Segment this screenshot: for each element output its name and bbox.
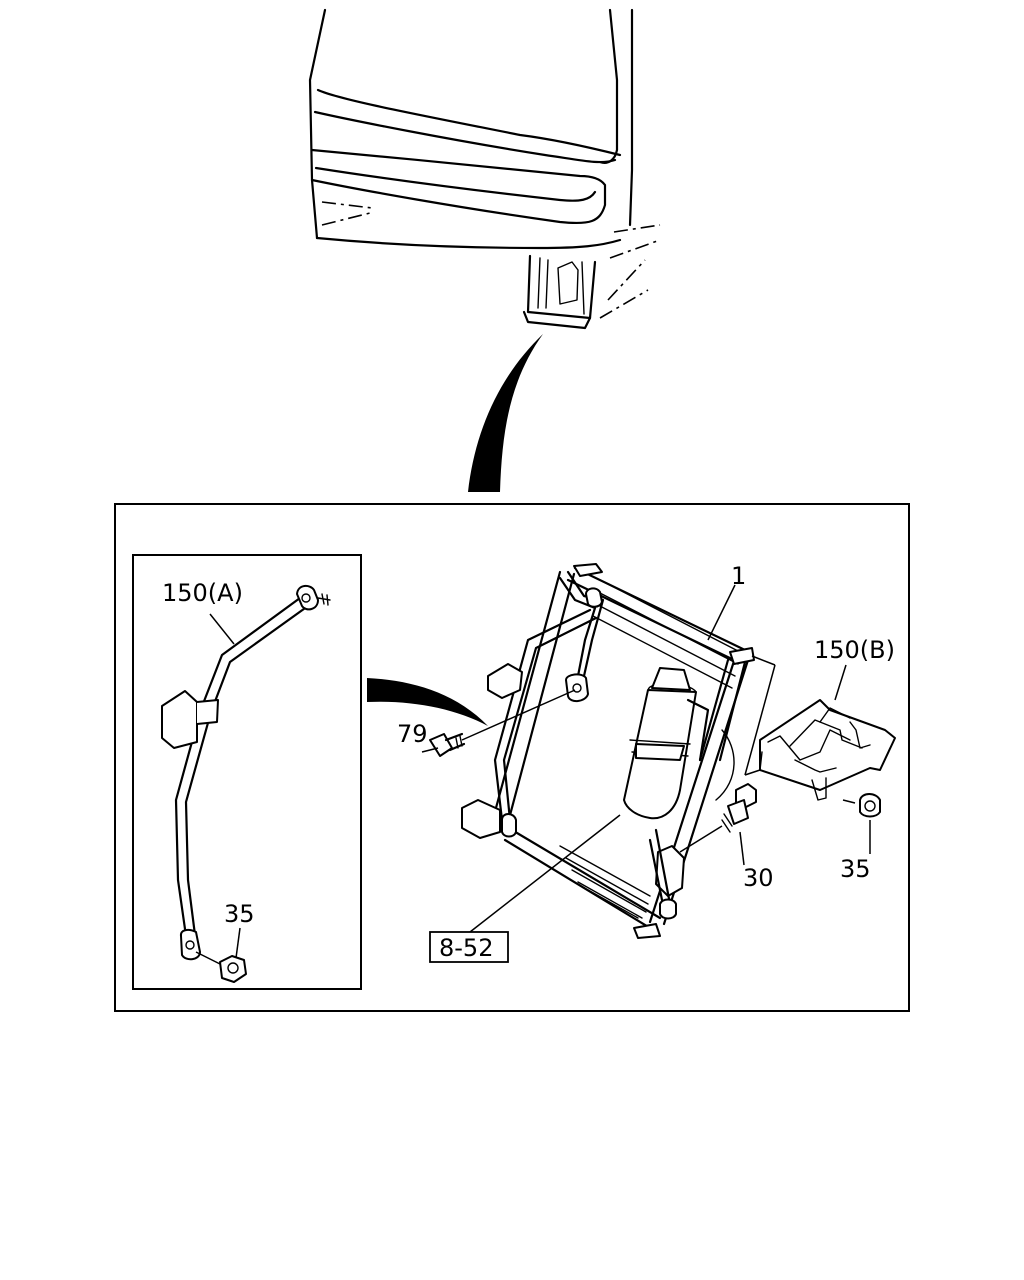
receiver-drier <box>623 667 710 820</box>
switch-30 <box>679 783 757 853</box>
label-condenser: 1 <box>731 562 746 590</box>
label-pipe-150a: 150(A) <box>162 579 243 607</box>
label-nut-35-main: 35 <box>840 855 871 883</box>
label-pipe-150b: 150(B) <box>814 636 895 664</box>
detail-frame <box>114 503 910 1012</box>
nut-35-inset <box>219 955 247 983</box>
curved-arrow-icon <box>367 678 488 726</box>
truck-cab-front <box>308 8 661 330</box>
condenser-assembly <box>461 563 755 939</box>
label-ref-8-52: 8-52 <box>439 934 493 962</box>
bolt-79 <box>429 689 576 757</box>
inset-frame <box>132 554 362 990</box>
pipe-150b-drawing <box>744 655 896 801</box>
nut-35-main <box>842 793 881 818</box>
curved-arrow-icon <box>468 334 543 492</box>
pipe-150a-drawing <box>161 584 331 966</box>
label-nut-35-inset: 35 <box>224 900 255 928</box>
label-switch-30: 30 <box>743 864 774 892</box>
label-bolt-79: 79 <box>397 720 428 748</box>
ref-box <box>429 931 509 963</box>
